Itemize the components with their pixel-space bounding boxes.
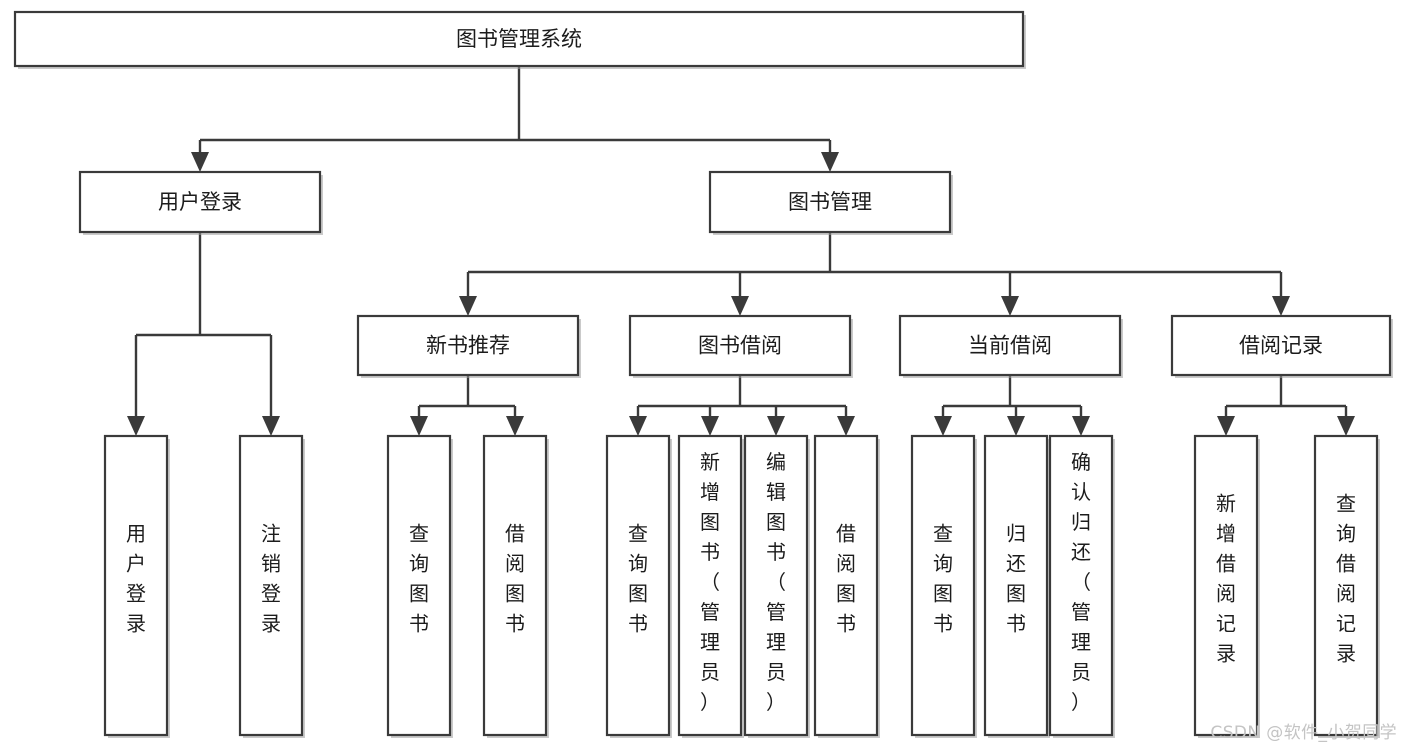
node-label-book-borrow: 图书借阅 [698, 334, 782, 358]
arrow-to-query-book-1 [410, 416, 428, 436]
node-book-management[interactable]: 图书管理 [708, 170, 953, 235]
arrow-to-borrow-record [1272, 296, 1290, 316]
node-label-edit-book-admin: 编辑图书（管理员） [766, 450, 786, 714]
node-user-login[interactable]: 用户登录 [78, 170, 323, 235]
arrow-to-add-book-admin [701, 416, 719, 436]
node-label-user-logout: 注销登录 [261, 522, 281, 636]
arrow-to-add-borrow-record [1217, 416, 1235, 436]
node-label-book-management: 图书管理 [788, 190, 872, 214]
node-label-current-borrow: 当前借阅 [968, 334, 1052, 358]
node-borrow-record[interactable]: 借阅记录 [1170, 314, 1393, 378]
arrow-to-return-book [1007, 416, 1025, 436]
node-new-book-recommend[interactable]: 新书推荐 [356, 314, 581, 378]
node-label-query-book-3: 查询图书 [933, 522, 953, 636]
node-query-borrow-record[interactable]: 查询借阅记录 [1313, 434, 1380, 738]
node-label-user-login-do: 用户登录 [126, 522, 146, 636]
node-label-return-book: 归还图书 [1006, 522, 1026, 636]
node-root[interactable]: 图书管理系统 [13, 10, 1026, 69]
node-label-add-borrow-record: 新增借阅记录 [1216, 492, 1236, 666]
arrow-to-book-management [821, 152, 839, 172]
arrow-to-user-login-do [127, 416, 145, 436]
node-label-borrow-book-2: 借阅图书 [836, 522, 856, 636]
arrow-to-query-book-2 [629, 416, 647, 436]
arrow-to-book-borrow [731, 296, 749, 316]
node-label-add-book-admin: 新增图书（管理员） [700, 450, 720, 714]
node-query-book-2[interactable]: 查询图书 [605, 434, 672, 738]
node-book-borrow[interactable]: 图书借阅 [628, 314, 853, 378]
arrow-to-borrow-book-2 [837, 416, 855, 436]
node-query-book-1[interactable]: 查询图书 [386, 434, 453, 738]
node-label-new-book-recommend: 新书推荐 [426, 334, 510, 358]
arrow-to-user-logout [262, 416, 280, 436]
node-label-borrow-book-1: 借阅图书 [505, 522, 525, 636]
arrow-to-edit-book-admin [767, 416, 785, 436]
arrow-to-user-login [191, 152, 209, 172]
node-label-user-login: 用户登录 [158, 190, 242, 214]
node-borrow-book-2[interactable]: 借阅图书 [813, 434, 880, 738]
node-user-login-do[interactable]: 用户登录 [103, 434, 170, 738]
node-borrow-book-1[interactable]: 借阅图书 [482, 434, 549, 738]
arrow-to-borrow-book-1 [506, 416, 524, 436]
arrow-to-new-book-recommend [459, 296, 477, 316]
node-label-borrow-record: 借阅记录 [1239, 334, 1323, 358]
node-edit-book-admin[interactable]: 编辑图书（管理员） [743, 434, 810, 738]
node-label-query-borrow-record: 查询借阅记录 [1336, 492, 1356, 666]
arrow-to-confirm-return-admin [1072, 416, 1090, 436]
node-add-borrow-record[interactable]: 新增借阅记录 [1193, 434, 1260, 738]
arrow-to-query-borrow-record [1337, 416, 1355, 436]
node-query-book-3[interactable]: 查询图书 [910, 434, 977, 738]
node-current-borrow[interactable]: 当前借阅 [898, 314, 1123, 378]
csdn-watermark: CSDN @软件_小贺同学 [1210, 723, 1397, 743]
arrow-to-query-book-3 [934, 416, 952, 436]
node-label-query-book-1: 查询图书 [409, 522, 429, 636]
node-user-logout[interactable]: 注销登录 [238, 434, 305, 738]
node-return-book[interactable]: 归还图书 [983, 434, 1050, 738]
nodes-layer: 用户登录注销登录查询图书借阅图书查询图书新增图书（管理员）编辑图书（管理员）借阅… [13, 10, 1393, 738]
node-label-confirm-return-admin: 确认归还（管理员） [1071, 450, 1091, 714]
edges-layer [127, 66, 1355, 436]
arrow-to-current-borrow [1001, 296, 1019, 316]
node-confirm-return-admin[interactable]: 确认归还（管理员） [1048, 434, 1115, 738]
node-label-root: 图书管理系统 [456, 27, 582, 51]
node-add-book-admin[interactable]: 新增图书（管理员） [677, 434, 744, 738]
node-label-query-book-2: 查询图书 [628, 522, 648, 636]
